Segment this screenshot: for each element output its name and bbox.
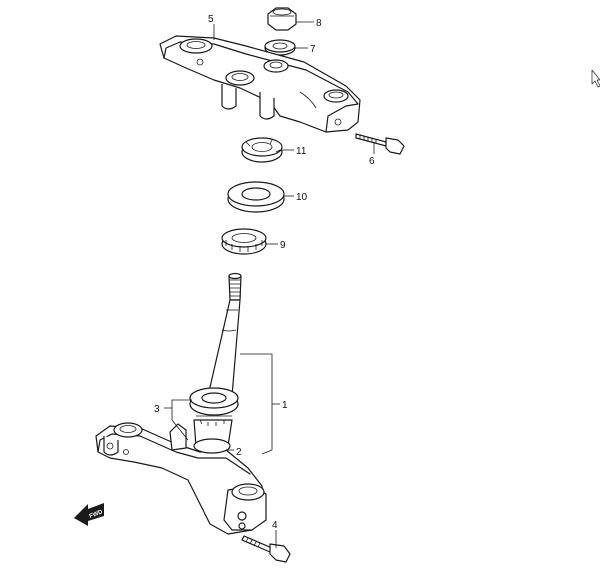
callout-labels: 1 2 3 4 5 6 7 8 9 10 11 [154, 14, 375, 531]
arrow-icon [74, 503, 104, 526]
part-11-lock-nut [241, 137, 283, 163]
part-9-bearing [221, 228, 267, 255]
callout-11: 11 [296, 146, 307, 157]
part-4-bolt [241, 535, 291, 563]
part-10-dust-seal [227, 181, 285, 213]
part-1-steering-stem [95, 272, 267, 535]
callout-5: 5 [208, 14, 214, 25]
part-7-washer [264, 39, 296, 56]
part-5-upper-bracket [159, 35, 361, 133]
fwd-label: FWD [89, 509, 105, 520]
callout-7: 7 [310, 44, 316, 55]
callout-3: 3 [154, 404, 160, 415]
callout-10: 10 [296, 192, 308, 203]
callout-6: 6 [369, 156, 375, 167]
part-3-lower-dust-seal [189, 387, 239, 416]
callout-4: 4 [272, 520, 278, 531]
part-2-lower-bearing [196, 415, 232, 426]
callout-8: 8 [316, 18, 322, 29]
mouse-pointer-icon [591, 69, 600, 88]
callout-leaders [164, 21, 375, 548]
part-6-bolt [355, 133, 405, 155]
callout-1: 1 [282, 400, 288, 411]
part-8-cap-nut [267, 7, 297, 31]
callout-2: 2 [236, 447, 242, 458]
forward-direction-arrow: FWD [74, 503, 104, 526]
callout-9: 9 [280, 240, 286, 251]
